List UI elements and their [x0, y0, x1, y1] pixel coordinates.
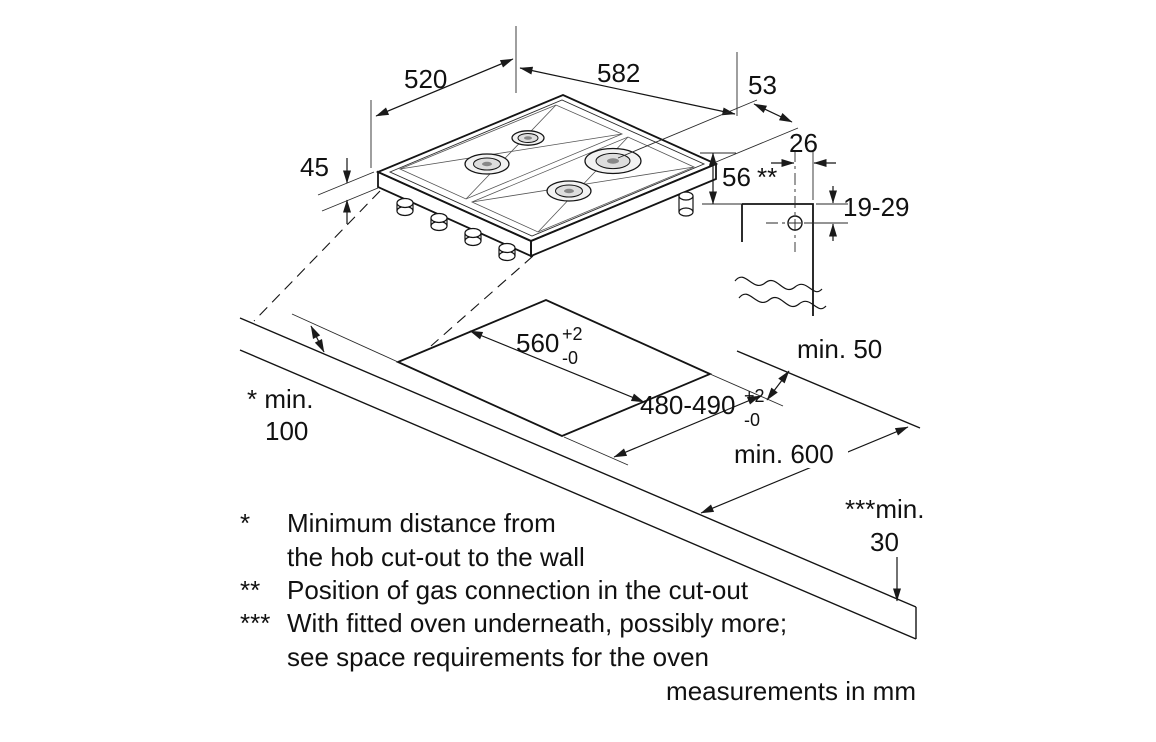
extension-line	[321, 187, 379, 212]
extension-line	[715, 127, 799, 163]
footnote-text: With fitted oven underneath, possibly mo…	[287, 608, 787, 638]
footnote-text: Position of gas connection in the cut-ou…	[287, 575, 749, 605]
extension-line	[563, 436, 629, 466]
control-knob	[498, 242, 516, 262]
dim-56-label: 56	[722, 162, 751, 192]
cutout-width-tol-plus: +2	[562, 324, 583, 344]
min-30-label-line2: 30	[870, 527, 899, 557]
dim-26-label: 26	[789, 128, 818, 158]
break-line	[738, 293, 827, 310]
dim-45-label: 45	[300, 152, 329, 182]
dim-520-line	[375, 58, 514, 117]
projection-line	[253, 190, 381, 322]
min-50-label: min. 50	[797, 334, 882, 364]
dim-19-29-label: 19-29	[843, 192, 910, 222]
dim-520-label: 520	[404, 64, 447, 94]
cutout-depth-dim-line	[613, 395, 761, 458]
min-50-arrow	[766, 370, 790, 401]
cutout-width-dim-line	[469, 330, 645, 403]
worktop-drawing: 560 +2 -0 480-490 +2 -0 min. 50 * min. 1…	[239, 190, 924, 640]
footnote-marker: **	[240, 575, 260, 605]
extension-line	[709, 373, 784, 407]
break-line	[734, 276, 823, 293]
pan-support-bar	[465, 104, 557, 200]
control-knob	[396, 197, 414, 217]
extension-line	[317, 171, 375, 196]
burner-medium-left	[464, 153, 510, 175]
gas-connection-detail: 26 19-29 56 **	[700, 128, 910, 316]
gas-inlet-stub	[678, 191, 694, 217]
dim-582-line	[519, 66, 736, 116]
hob-top-surface	[375, 94, 719, 242]
projection-line	[430, 255, 534, 347]
dim-53-line	[753, 103, 793, 123]
extension-line	[617, 99, 758, 159]
cutout-width-tol-minus: -0	[562, 348, 578, 368]
cutout-width-label: 560	[516, 328, 559, 358]
worktop-front-edge-line	[736, 350, 921, 429]
footnote-text: Minimum distance from	[287, 508, 556, 538]
burner-medium-front	[546, 180, 592, 202]
dim-582-label: 582	[597, 58, 640, 88]
dim-53-label: 53	[748, 70, 777, 100]
footnote-text: see space requirements for the oven	[287, 642, 709, 672]
hob-drawing	[375, 94, 719, 262]
min-600-label: min. 600	[734, 439, 834, 469]
footnote-text: the hob cut-out to the wall	[287, 542, 585, 572]
burner-small-back	[511, 130, 545, 146]
min-100-label-line1: * min.	[247, 384, 313, 414]
min-100-arrow	[310, 325, 325, 353]
cutout-depth-tol-minus: -0	[744, 410, 760, 430]
gas-detail-outline	[742, 203, 814, 316]
units-note: measurements in mm	[666, 676, 916, 706]
burner-large-right	[584, 147, 642, 175]
min-600-dim-line	[700, 426, 909, 514]
hob-top-inner-rim	[388, 99, 706, 237]
control-knob	[464, 227, 482, 247]
gas-note-marker: **	[757, 162, 777, 192]
footnote-marker: ***	[240, 608, 270, 638]
cutout-depth-tol-plus: +2	[744, 386, 765, 406]
cutout-depth-label: 480-490	[640, 390, 735, 420]
extension-line	[291, 313, 399, 363]
worktop-wall-line	[239, 317, 917, 608]
hob-dimensions: 520 582 53 45	[300, 26, 799, 224]
label-backing	[728, 442, 848, 468]
control-knob	[430, 212, 448, 232]
worktop-edge-line	[239, 349, 917, 640]
footnotes: * Minimum distance from the hob cut-out …	[240, 508, 916, 706]
min-30-label-line1: ***min.	[845, 494, 924, 524]
footnote-marker: *	[240, 508, 250, 538]
min-100-label-line2: 100	[265, 416, 308, 446]
